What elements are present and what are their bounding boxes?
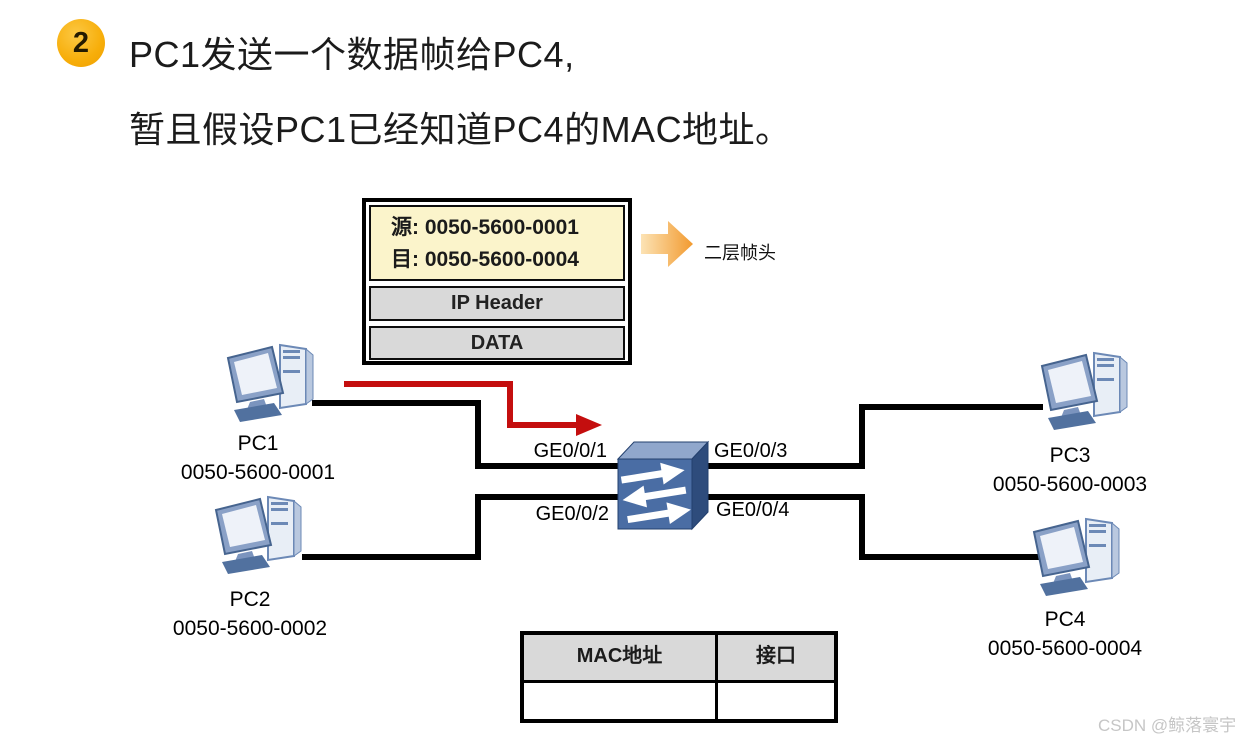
switch-icon (616, 440, 710, 531)
cable-switch-ge4 (703, 494, 865, 500)
pc2-name: PC2 (229, 588, 271, 611)
pc2-label: PC2 0050-5600-0002 (145, 585, 355, 643)
mac-table-header-row: MAC地址 接口 (524, 635, 834, 683)
cable-pc4-vertical (859, 494, 865, 560)
cable-pc1-vertical (475, 400, 481, 469)
port-label-ge0-0-3: GE0/0/3 (714, 440, 788, 462)
frame-source-mac: 源: 0050-5600-0001 (391, 216, 579, 239)
frame-ip-header-section: IP Header (369, 286, 625, 321)
mac-table-header-mac: MAC地址 (524, 635, 718, 680)
cable-pc3-horizontal (859, 404, 1043, 410)
title-line-2: 暂且假设PC1已经知道PC4的MAC地址。 (129, 109, 792, 150)
cable-switch-ge1 (475, 463, 623, 469)
frame-structure-box: 源: 0050-5600-0001 目: 0050-5600-0004 IP H… (362, 198, 632, 365)
mac-address-table: MAC地址 接口 (520, 631, 838, 723)
pc2-icon (214, 495, 302, 574)
cable-pc2-vertical (475, 494, 481, 560)
cable-pc2-horizontal (302, 554, 481, 560)
pc4-label: PC4 0050-5600-0004 (960, 605, 1170, 663)
frame-dest-mac: 目: 0050-5600-0004 (391, 248, 579, 271)
cable-pc1-horizontal (312, 400, 479, 406)
pc1-name: PC1 (237, 432, 279, 455)
pc4-mac: 0050-5600-0004 (987, 637, 1143, 660)
pc3-name: PC3 (1049, 444, 1091, 467)
pc3-mac: 0050-5600-0003 (992, 473, 1148, 496)
frame-data-section: DATA (369, 326, 625, 360)
pc2-mac: 0050-5600-0002 (172, 617, 328, 640)
mac-table-cell-mac (524, 683, 718, 719)
red-flow-arrow (344, 381, 602, 436)
cable-pc4-horizontal (859, 554, 1042, 560)
pc3-icon (1040, 351, 1128, 430)
frame-callout-label: 二层帧头 (704, 243, 776, 263)
step-number-badge: 2 (57, 19, 105, 67)
port-label-ge0-0-4: GE0/0/4 (716, 499, 790, 521)
mac-table-row (524, 683, 834, 719)
title-line-1: PC1发送一个数据帧给PC4, (129, 34, 575, 75)
pc1-icon (226, 343, 314, 422)
cable-switch-ge2 (475, 494, 623, 500)
cable-switch-ge3 (703, 463, 865, 469)
pc1-label: PC1 0050-5600-0001 (153, 429, 363, 487)
mac-table-cell-port (718, 683, 834, 719)
pc4-name: PC4 (1044, 608, 1086, 631)
pc1-mac: 0050-5600-0001 (180, 461, 336, 484)
pc4-icon (1032, 517, 1120, 596)
cable-pc3-vertical (859, 404, 865, 469)
pc3-label: PC3 0050-5600-0003 (965, 441, 1175, 499)
frame-l2-header-section: 源: 0050-5600-0001 目: 0050-5600-0004 (369, 205, 625, 281)
mac-table-header-port: 接口 (756, 645, 796, 667)
port-label-ge0-0-1: GE0/0/1 (533, 440, 607, 462)
callout-arrow-icon (641, 221, 693, 267)
watermark: CSDN @鲸落寰宇 (1098, 716, 1237, 735)
port-label-ge0-0-2: GE0/0/2 (535, 503, 609, 525)
